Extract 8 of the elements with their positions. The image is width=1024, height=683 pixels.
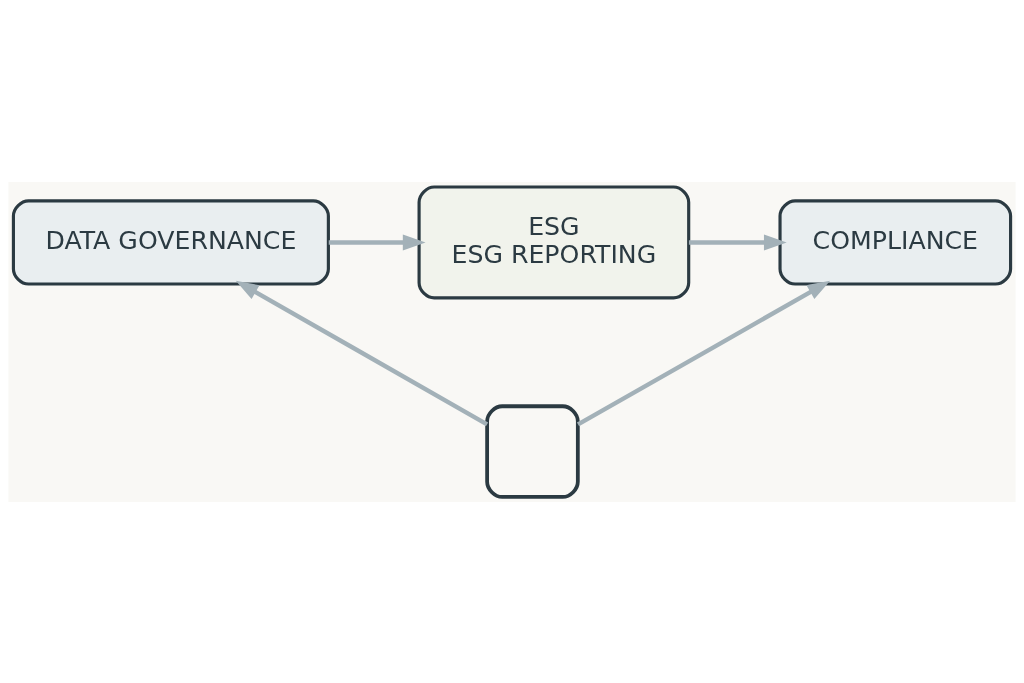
node-box: COMPLIANCE xyxy=(778,198,1013,286)
node-box xyxy=(485,403,580,499)
node-box: DATA GOVERNANCE xyxy=(11,198,330,286)
node-box: ESG ESG REPORTING xyxy=(417,184,691,299)
arrow xyxy=(688,234,787,250)
arrow xyxy=(328,234,426,250)
arrow xyxy=(235,280,489,426)
arrow xyxy=(576,280,831,426)
